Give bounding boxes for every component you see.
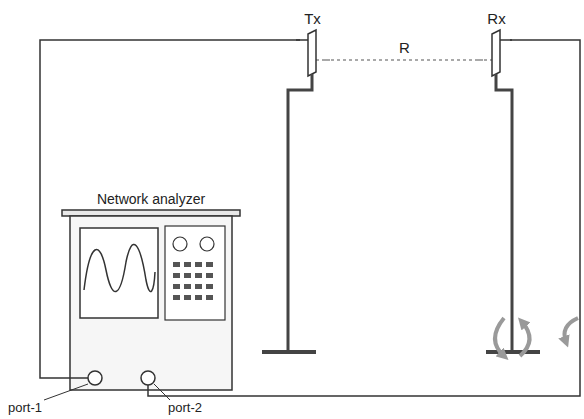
screen-trace [84,244,155,291]
node-label: Tx [304,10,321,28]
distance-label: R [397,39,412,57]
antenna-node: Rx [483,10,510,78]
knob [200,237,214,251]
mast-base [486,350,540,354]
coax-cable [40,40,300,378]
rotation-arrow [565,318,579,342]
leader-line [44,384,88,400]
control-panel [165,226,225,320]
port-label: port-1 [6,400,44,416]
antenna-node: Tx [300,10,325,78]
rx-mast [496,74,512,352]
leader-line [154,384,170,400]
port-connector [88,371,102,385]
analyzer-top-shelf [62,210,240,216]
port-label: port-2 [166,400,204,416]
rotation-arrow [520,322,530,356]
port-connector [141,371,155,385]
node-label: Rx [487,10,505,28]
node-label: Network analyzer [97,191,205,208]
distance-stub [316,59,492,60]
knob [173,237,187,251]
analyzer-housing [70,216,232,390]
button-grid [173,262,213,300]
coax-cable [148,40,580,396]
instrument-box: Network analyzer [62,190,240,392]
mast-base [262,350,316,354]
tx-mast [288,74,312,352]
rx-antenna [492,30,500,76]
tx-antenna [308,30,316,76]
cable-stub [62,377,88,379]
distance-line [325,59,483,60]
analyzer-screen [80,228,158,318]
rotation-arrow [495,318,504,356]
cable-stub [147,385,149,392]
